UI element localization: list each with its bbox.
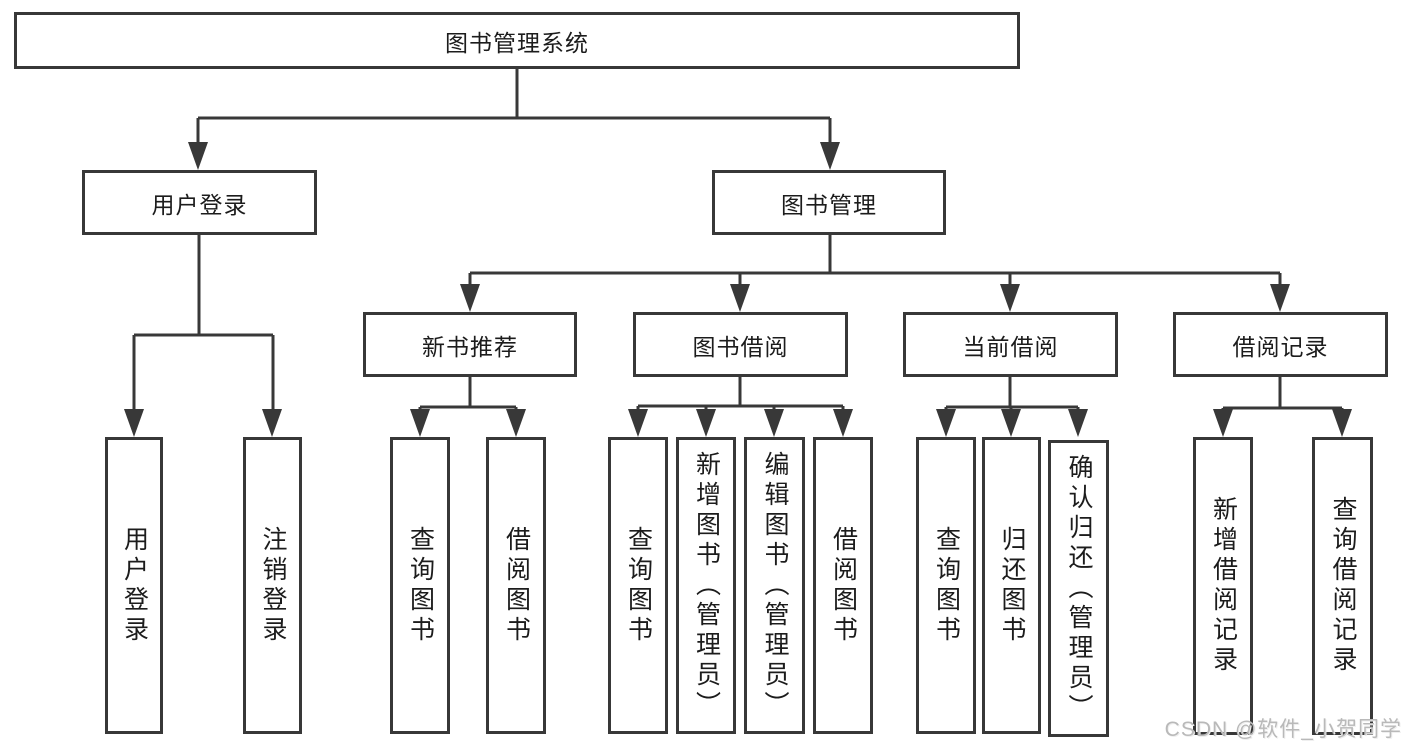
leaf-user-login: 用户登录 <box>105 437 163 734</box>
csdn-watermark: CSDN @软件_小贺同学 <box>1164 718 1402 741</box>
node-new-book-recommend: 新书推荐 <box>363 312 577 377</box>
node-book-borrowing: 图书借阅 <box>633 312 848 377</box>
node-book-management: 图书管理 <box>712 170 946 235</box>
arrowheads <box>124 142 1352 437</box>
leaf-cb-return-books: 归还图书 <box>982 437 1041 734</box>
node-current-borrowing: 当前借阅 <box>903 312 1118 377</box>
leaf-cb-confirm-return-admin: 确认归还（管理员） <box>1048 440 1109 737</box>
leaf-logout: 注销登录 <box>243 437 302 734</box>
node-user-login: 用户登录 <box>82 170 317 235</box>
leaf-cb-query-books: 查询图书 <box>916 437 976 734</box>
leaf-bb-borrow-books: 借阅图书 <box>813 437 873 734</box>
leaf-bb-add-book-admin: 新增图书（管理员） <box>676 437 736 734</box>
leaf-br-query-record: 查询借阅记录 <box>1312 437 1373 735</box>
leaf-bb-query-books: 查询图书 <box>608 437 668 734</box>
leaf-nbr-borrow-books: 借阅图书 <box>486 437 546 734</box>
leaf-bb-edit-book-admin: 编辑图书（管理员） <box>744 437 805 734</box>
node-borrowing-records: 借阅记录 <box>1173 312 1388 377</box>
leaf-nbr-query-books: 查询图书 <box>390 437 450 734</box>
leaf-br-add-record: 新增借阅记录 <box>1193 437 1253 735</box>
node-root: 图书管理系统 <box>14 12 1020 69</box>
